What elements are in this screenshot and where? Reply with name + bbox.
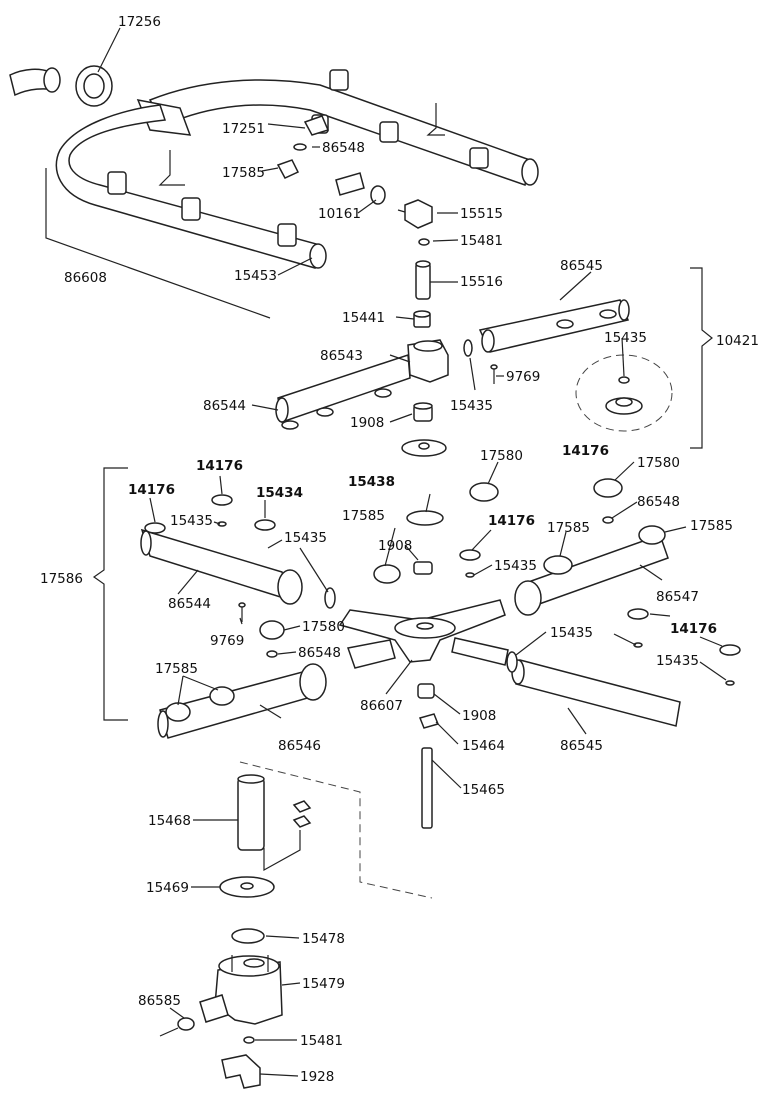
part-label: 86543	[320, 348, 363, 364]
part-label: 17256	[118, 14, 161, 30]
part-label: 86544	[203, 398, 246, 414]
bottom-pump-parts	[159, 761, 433, 1089]
part-label: 86548	[637, 494, 680, 510]
part-label: 15435	[550, 625, 593, 641]
part-label: 10421	[716, 333, 759, 349]
part-label: 86546	[278, 738, 321, 754]
part-labels: 17256 17251 86548 17585 10161 15515 1548…	[40, 14, 759, 1085]
part-label: 15468	[148, 813, 191, 829]
part-label: 1908	[378, 538, 412, 554]
part-label: 15481	[300, 1033, 343, 1049]
part-label: 86585	[138, 993, 181, 1009]
part-label: 17580	[480, 448, 523, 464]
part-label: 15464	[462, 738, 505, 754]
part-label: 17251	[222, 121, 265, 137]
part-label: 15453	[234, 268, 277, 284]
part-label: 86607	[360, 698, 403, 714]
part-label: 86548	[298, 645, 341, 661]
upper-wash-arm	[275, 267, 713, 457]
part-label: 15435	[284, 530, 327, 546]
part-label: 86545	[560, 258, 603, 274]
lower-wash-arm	[92, 467, 741, 829]
part-label: 17585	[222, 165, 265, 181]
part-label: 86608	[64, 270, 107, 286]
part-label: 17580	[302, 619, 345, 635]
part-label: 1928	[300, 1069, 334, 1085]
center-riser-parts	[335, 172, 433, 328]
part-label: 15515	[460, 206, 503, 222]
part-label: 15438	[348, 474, 395, 490]
part-label: 17586	[40, 571, 83, 587]
part-label: 9769	[506, 369, 540, 385]
part-label: 14176	[128, 482, 175, 498]
part-label: 1908	[350, 415, 384, 431]
part-label: 14176	[196, 458, 243, 474]
part-label: 17585	[690, 518, 733, 534]
part-label: 15435	[170, 513, 213, 529]
part-label: 15479	[302, 976, 345, 992]
part-label: 17580	[637, 455, 680, 471]
part-label: 15469	[146, 880, 189, 896]
part-label: 15435	[604, 330, 647, 346]
part-label: 15441	[342, 310, 385, 326]
part-label: 17585	[342, 508, 385, 524]
part-label: 15435	[494, 558, 537, 574]
part-label: 15516	[460, 274, 503, 290]
part-label: 86544	[168, 596, 211, 612]
part-label: 15465	[462, 782, 505, 798]
part-label: 1908	[462, 708, 496, 724]
part-label: 15435	[656, 653, 699, 669]
part-label: 86548	[322, 140, 365, 156]
part-label: 86545	[560, 738, 603, 754]
leader-lines	[97, 27, 727, 1077]
part-label: 17585	[155, 661, 198, 677]
part-label: 15435	[450, 398, 493, 414]
part-label: 9769	[210, 633, 244, 649]
part-label: 15481	[460, 233, 503, 249]
part-label: 17585	[547, 520, 590, 536]
part-label: 14176	[488, 513, 535, 529]
part-label: 15478	[302, 931, 345, 947]
top-supply-pipe	[9, 65, 539, 319]
part-label: 15434	[256, 485, 303, 501]
part-label: 14176	[670, 621, 717, 637]
part-label: 10161	[318, 206, 361, 222]
part-label: 86547	[656, 589, 699, 605]
part-label: 14176	[562, 443, 609, 459]
